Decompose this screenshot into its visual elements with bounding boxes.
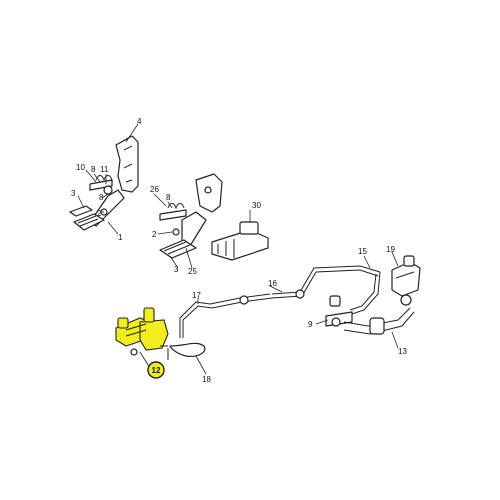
label-30: 30 — [252, 201, 261, 210]
label-12: 12 — [152, 366, 161, 375]
label-8-lower: 8 — [99, 193, 104, 202]
label-9: 9 — [308, 320, 313, 329]
label-19: 19 — [386, 245, 395, 254]
pedal-assembly-lower — [159, 173, 269, 261]
label-11: 11 — [100, 165, 109, 174]
label-13: 13 — [398, 347, 407, 356]
label-15: 15 — [358, 247, 367, 256]
label-10: 10 — [76, 163, 85, 172]
label-4: 4 — [137, 117, 142, 126]
pedal-assembly-upper — [69, 135, 139, 231]
label-16: 16 — [268, 279, 277, 288]
pipe-network — [160, 265, 381, 360]
label-2: 2 — [97, 209, 102, 218]
label-3-mid: 3 — [174, 265, 179, 274]
right-assembly — [325, 255, 421, 335]
callout-labels: 4 10 8 11 3 8 2 1 26 8 2 3 25 30 17 16 1… — [71, 117, 407, 384]
label-26: 26 — [150, 185, 159, 194]
leader-lines — [77, 123, 399, 375]
clutch-damper-12 — [115, 307, 169, 356]
label-17: 17 — [192, 291, 201, 300]
label-1: 1 — [118, 233, 123, 242]
label-2-mid: 2 — [152, 230, 157, 239]
label-8: 8 — [91, 165, 96, 174]
label-18: 18 — [202, 375, 211, 384]
label-8-mid: 8 — [166, 193, 171, 202]
label-25: 25 — [188, 267, 197, 276]
callout-12[interactable]: 12 — [147, 361, 165, 379]
label-3: 3 — [71, 189, 76, 198]
